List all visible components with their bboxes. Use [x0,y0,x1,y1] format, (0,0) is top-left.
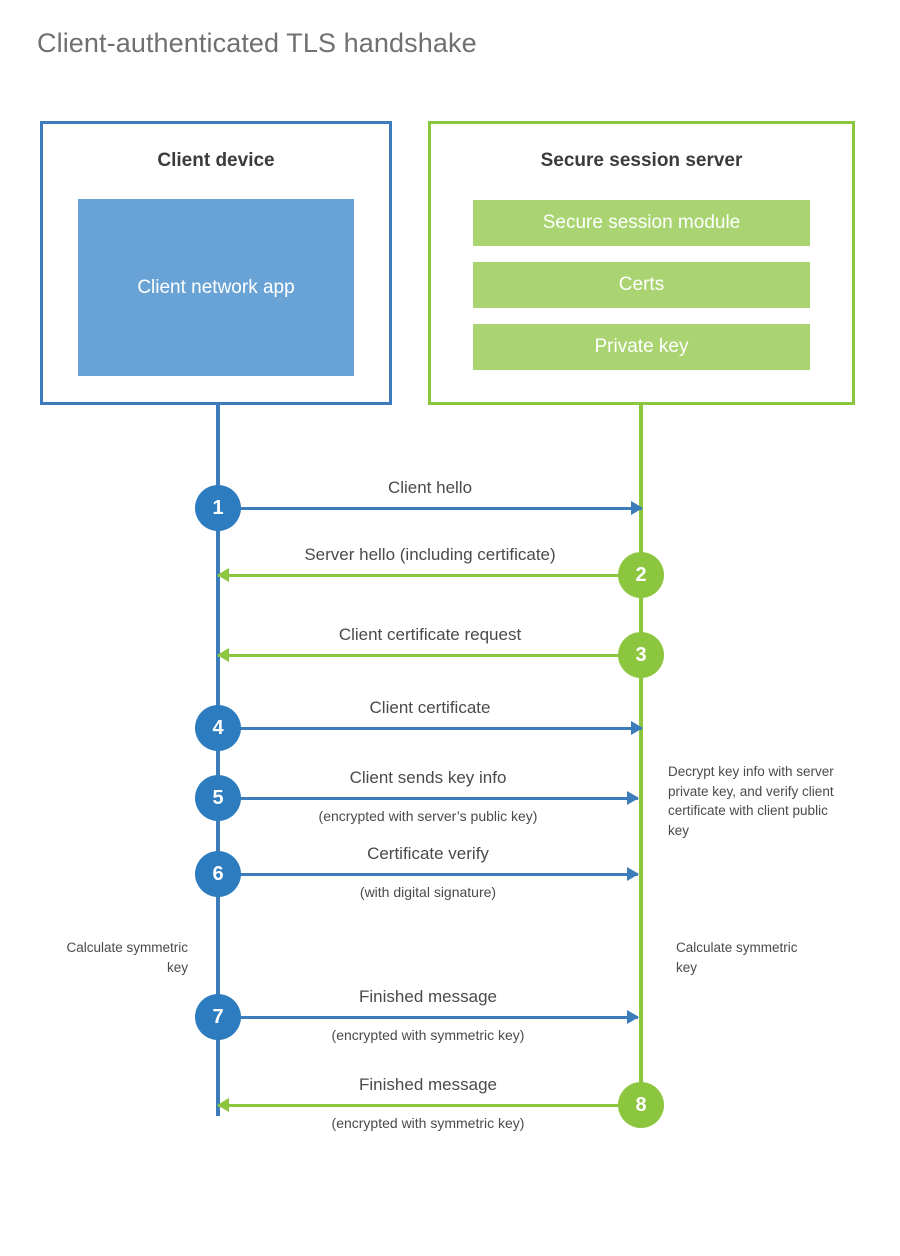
page-title: Client-authenticated TLS handshake [37,28,477,58]
message-3-label: Client certificate request [338,625,522,644]
server-module-certs: Certs [473,262,810,308]
arrow-line [218,506,642,510]
arrow-head-right-icon [627,1010,639,1024]
message-4-label: Client certificate [369,698,491,717]
step-circle-4: 4 [195,705,241,751]
arrow-line [218,872,638,876]
secure-session-server-box: Secure session server Secure session mod… [428,121,855,405]
arrow-line [218,653,642,657]
message-5-sublabel: (encrypted with server’s public key) [318,808,538,824]
message-8-label: Finished message [359,1075,497,1094]
arrow-line [218,1103,638,1107]
arrow-head-right-icon [631,501,643,515]
arrow-head-right-icon [627,867,639,881]
client-device-title: Client device [157,150,275,171]
secure-session-server-title: Secure session server [540,150,743,171]
message-7-sublabel: (encrypted with symmetric key) [331,1027,525,1043]
note-server-decrypt-key-info: Decrypt key info with server private key… [668,764,834,838]
message-5-label: Client sends key info [349,768,507,787]
message-1-label: Client hello [387,478,473,497]
arrow-head-left-icon [217,648,229,662]
message-6-sublabel: (with digital signature) [359,884,497,900]
message-8-sublabel: (encrypted with symmetric key) [331,1115,525,1131]
arrow-line [218,573,642,577]
message-6-label: Certificate verify [367,844,489,863]
step-circle-3: 3 [618,632,664,678]
arrow-line [218,1015,638,1019]
note-client-calculate-symmetric-key: Calculate symmetric key [66,940,188,975]
arrow-line [218,726,642,730]
arrow-head-right-icon [627,791,639,805]
step-circle-1: 1 [195,485,241,531]
arrow-head-left-icon [217,1098,229,1112]
server-lifeline [639,404,643,1106]
client-device-box: Client device Client network app [40,121,392,405]
arrow-line [218,796,638,800]
step-circle-8: 8 [618,1082,664,1128]
server-module-private-key: Private key [473,324,810,370]
arrow-head-right-icon [631,721,643,735]
server-module-secure-session-module: Secure session module [473,200,810,246]
note-server-calculate-symmetric-key: Calculate symmetric key [676,940,798,975]
step-circle-2: 2 [618,552,664,598]
client-network-app-block: Client network app [78,199,354,376]
step-circle-6: 6 [195,851,241,897]
client-lifeline [216,404,220,1116]
server-modules-list: Secure session module Certs Private key [473,200,810,370]
step-circle-7: 7 [195,994,241,1040]
step-circle-5: 5 [195,775,241,821]
arrow-head-left-icon [217,568,229,582]
message-7-label: Finished message [359,987,497,1006]
message-2-label: Server hello (including certificate) [304,545,556,564]
